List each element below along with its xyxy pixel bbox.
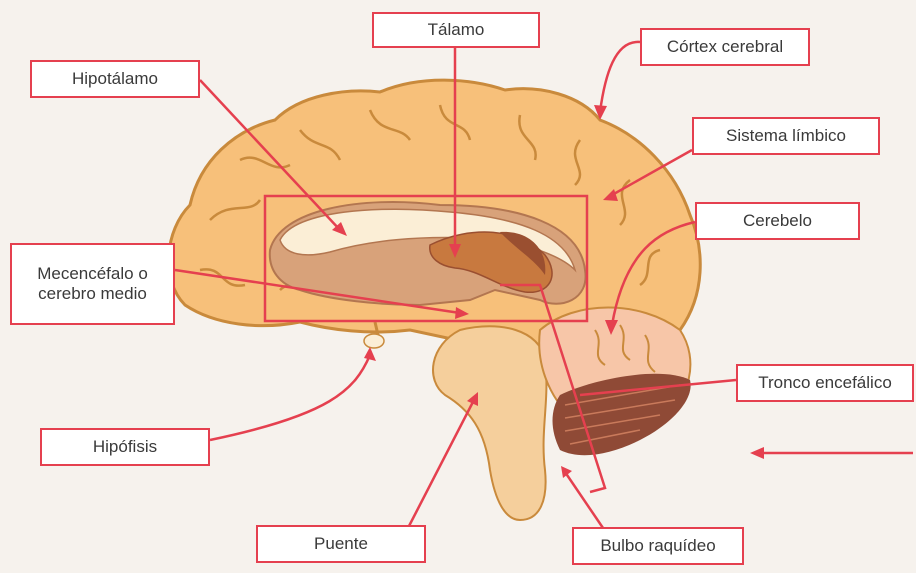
label-sistema-limbico: Sistema límbico <box>692 117 880 155</box>
label-cerebelo: Cerebelo <box>695 202 860 240</box>
label-tronco-encefalico: Tronco encefálico <box>736 364 914 402</box>
label-mesencefalo: Mecencéfalo o cerebro medio <box>10 243 175 325</box>
label-cortex-cerebral: Córtex cerebral <box>640 28 810 66</box>
label-hipofisis: Hipófisis <box>40 428 210 466</box>
brainstem <box>433 326 546 520</box>
label-bulbo-raquideo: Bulbo raquídeo <box>572 527 744 565</box>
label-puente: Puente <box>256 525 426 563</box>
label-hipotalamo: Hipotálamo <box>30 60 200 98</box>
label-talamo: Tálamo <box>372 12 540 48</box>
